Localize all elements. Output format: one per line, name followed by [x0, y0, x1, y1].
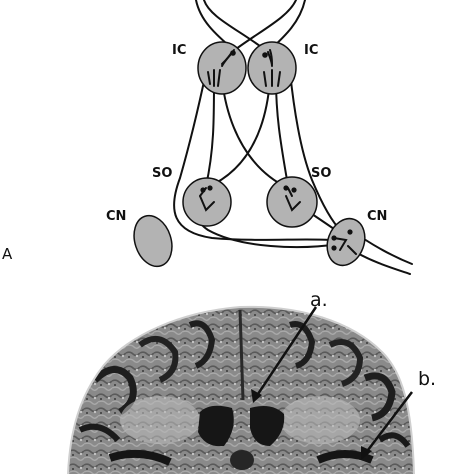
cn-left-label: CN: [106, 209, 126, 224]
panel-a-label: A: [2, 245, 13, 263]
arrow-a-head: [251, 389, 262, 403]
arrow-b: [364, 391, 413, 455]
ic-right-label: IC: [304, 43, 318, 58]
fiber-right-to-left-so: [205, 79, 271, 189]
fiber-lateral-lemniscus-right-outer: [289, 71, 343, 233]
synapse-dot: [262, 52, 268, 58]
ic-left-nucleus: [197, 41, 247, 95]
arrow-b-label: b.: [418, 368, 436, 390]
arrow-a-label: a.: [310, 289, 328, 311]
so-left-label: SO: [152, 166, 172, 181]
fiber-lateral-lemniscus-left-outer: [173, 71, 331, 241]
so-left-nucleus: [182, 177, 232, 227]
arrow-b-head: [361, 446, 372, 460]
mri-coronal-slice: [67, 305, 415, 474]
annotation-arrows: a. b.: [251, 289, 436, 460]
so-right-label: SO: [311, 166, 331, 181]
synapse-dot: [200, 187, 206, 193]
so-right-nucleus: [266, 176, 318, 228]
synapse-dot: [347, 229, 353, 235]
fiber-lateral-lemniscus-left-inner: [205, 79, 215, 187]
synapse-dot: [331, 245, 337, 251]
synapse-dot: [230, 50, 236, 56]
synapse-dot: [283, 185, 289, 191]
pathway-diagram: IC IC SO SO CN CN A: [2, 0, 413, 275]
fiber-left-to-right-so: [221, 79, 289, 189]
fiber-lateral-lemniscus-right-inner: [275, 79, 289, 187]
fiber-overlay: [199, 49, 357, 255]
synapse-dot: [331, 235, 337, 241]
ic-left-label: IC: [172, 43, 186, 58]
arrow-a: [254, 306, 318, 398]
synapse-dot: [291, 187, 297, 193]
fiber-top-right-inner: [231, 0, 297, 53]
cn-left-nucleus: [133, 214, 173, 268]
cn-right-label: CN: [367, 209, 387, 224]
ic-right-nucleus: [247, 41, 297, 95]
synapse-dot: [207, 185, 213, 191]
cn-right-nucleus: [326, 217, 366, 267]
